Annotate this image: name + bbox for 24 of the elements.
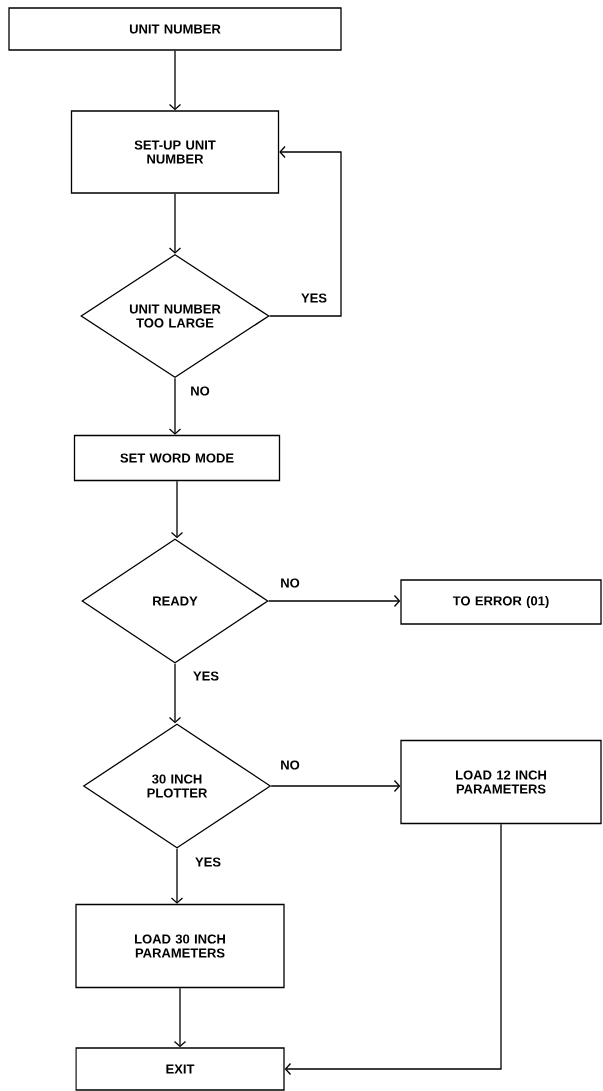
arrow [268, 594, 401, 608]
arrow [170, 480, 184, 539]
process-box: LOAD 30 INCH PARAMETERS [75, 903, 285, 989]
arrow [284, 823, 502, 1076]
process-box: SET WORD MODE [73, 434, 281, 482]
edge-label: YES [192, 670, 220, 682]
arrow [168, 377, 182, 435]
arrow [173, 987, 187, 1048]
arrow [270, 779, 401, 793]
arrow [269, 145, 342, 317]
edge-label: NO [279, 759, 301, 771]
process-box: SET-UP UNIT NUMBER [70, 110, 280, 194]
edge-label: YES [194, 856, 222, 868]
process-box: EXIT [75, 1047, 285, 1091]
process-box: TO ERROR (01) [400, 579, 602, 625]
arrow [168, 663, 182, 724]
arrow [168, 193, 182, 254]
process-box: UNIT NUMBER [8, 7, 342, 51]
process-box: LOAD 12 INCH PARAMETERS [400, 739, 602, 825]
arrow [170, 848, 184, 904]
edge-label: NO [279, 577, 301, 589]
edge-label: YES [300, 292, 328, 304]
edge-label: NO [189, 385, 211, 397]
arrow [168, 50, 182, 111]
